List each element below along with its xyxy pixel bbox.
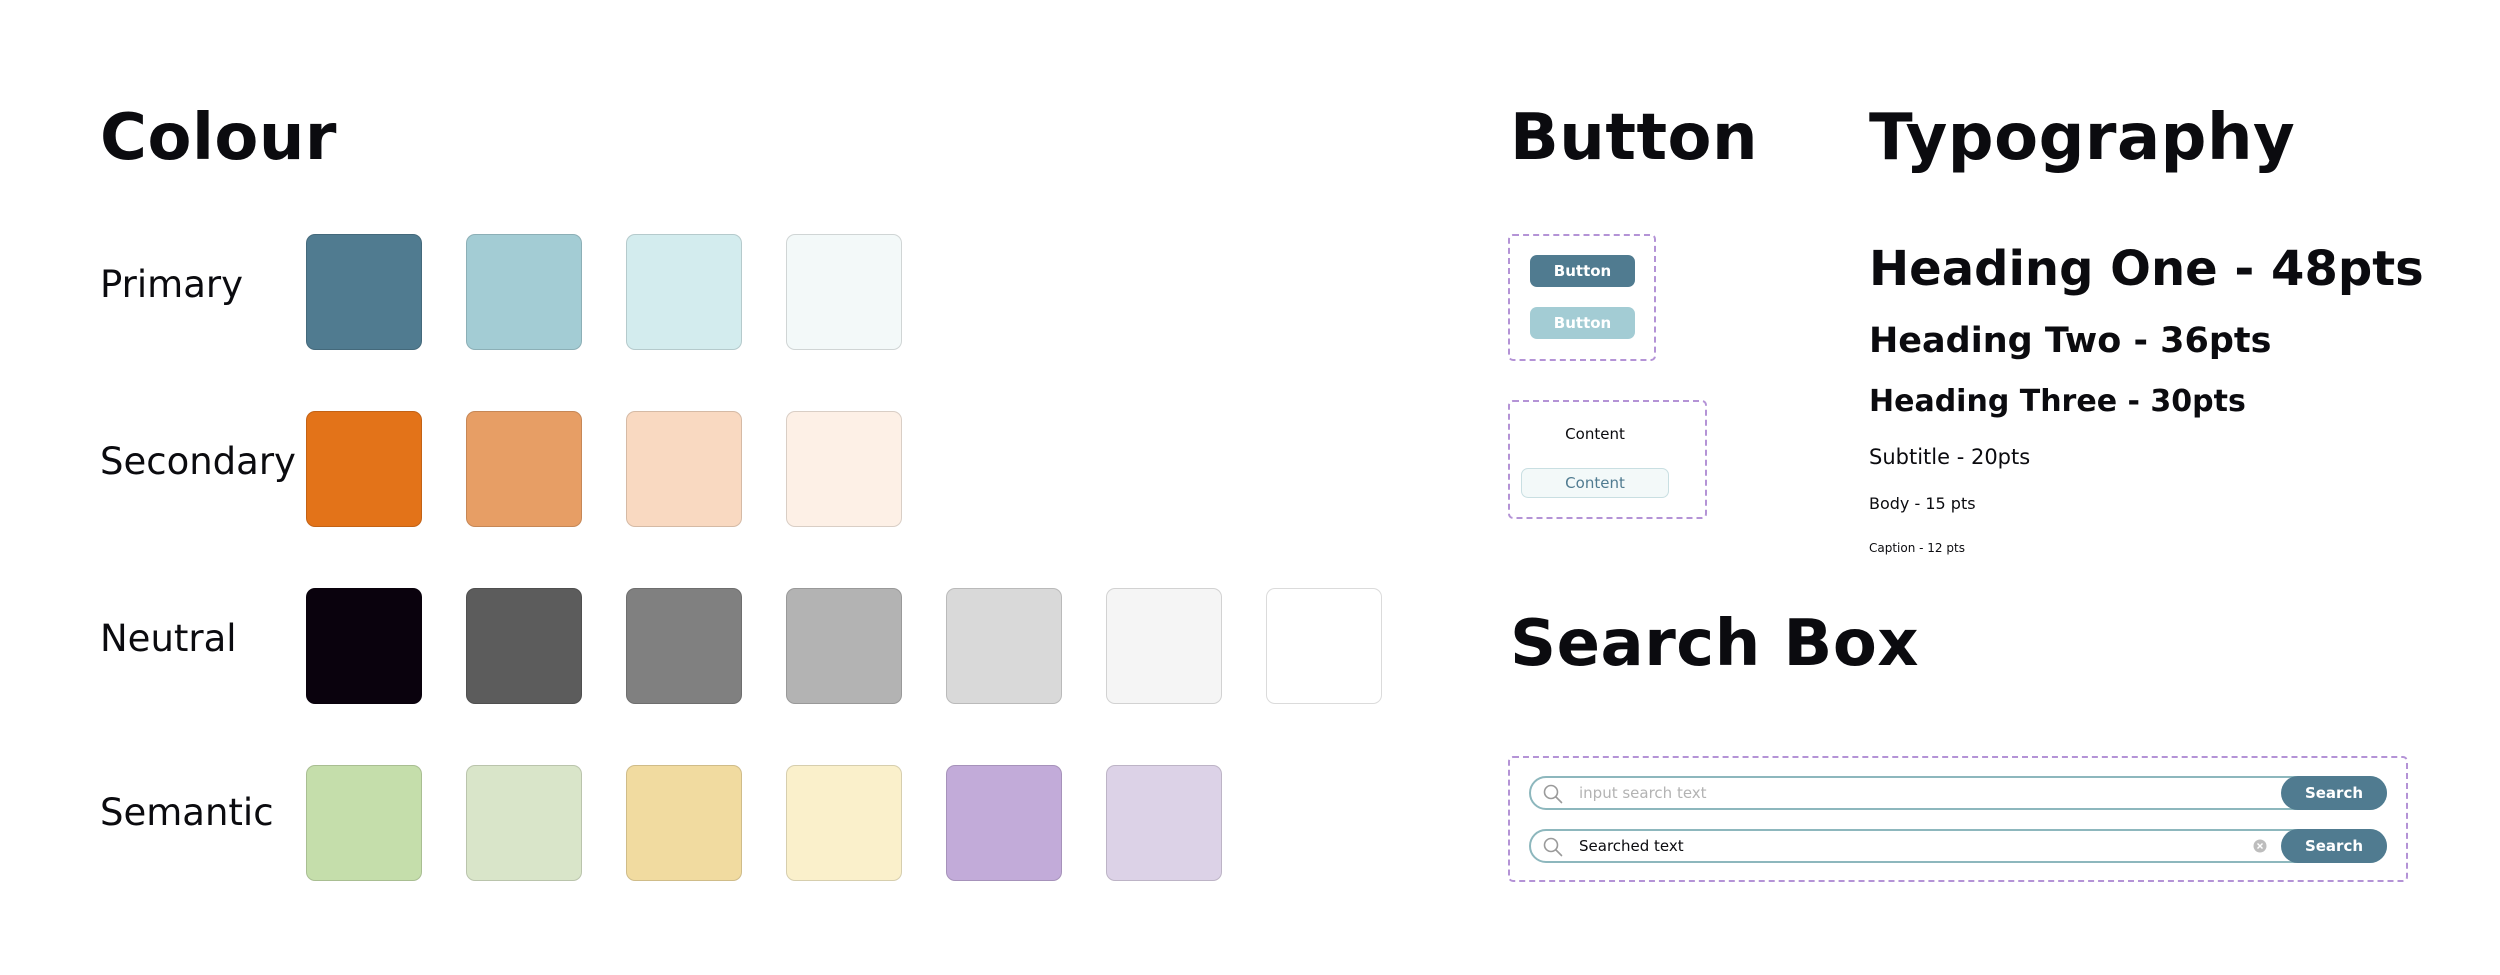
primary-swatch-2 xyxy=(466,234,582,350)
search-button[interactable]: Search xyxy=(2281,829,2387,863)
typography-heading-three: Heading Three - 30pts xyxy=(1869,384,2246,419)
search-icon xyxy=(1543,837,1563,857)
semantic-swatch-2 xyxy=(466,765,582,881)
content-variants-frame xyxy=(1508,400,1707,519)
semantic-row-label: Semantic xyxy=(100,791,274,834)
search-input-empty[interactable]: input search text xyxy=(1579,784,1707,802)
search-box-heading: Search Box xyxy=(1510,607,1920,681)
content-item-selected[interactable]: Content xyxy=(1521,468,1669,498)
typography-heading-two: Heading Two - 36pts xyxy=(1869,321,2272,361)
semantic-swatch-3 xyxy=(626,765,742,881)
search-variants-frame xyxy=(1508,756,2408,882)
primary-swatch-3 xyxy=(626,234,742,350)
neutral-row-label: Neutral xyxy=(100,617,237,660)
clear-icon[interactable] xyxy=(2253,839,2267,853)
neutral-swatch-2 xyxy=(466,588,582,704)
typography-heading-one: Heading One - 48pts xyxy=(1869,241,2424,297)
semantic-swatch-4 xyxy=(786,765,902,881)
neutral-swatch-5 xyxy=(946,588,1062,704)
neutral-swatch-6 xyxy=(1106,588,1222,704)
search-button[interactable]: Search xyxy=(2281,776,2387,810)
secondary-row-label: Secondary xyxy=(100,440,296,483)
colour-heading: Colour xyxy=(100,101,337,175)
typography-subtitle: Subtitle - 20pts xyxy=(1869,445,2031,469)
typography-caption: Caption - 12 pts xyxy=(1869,541,1965,555)
search-bar-filled: Searched text Search xyxy=(1529,829,2387,863)
neutral-swatch-7 xyxy=(1266,588,1382,704)
semantic-swatch-1 xyxy=(306,765,422,881)
neutral-swatch-1 xyxy=(306,588,422,704)
secondary-swatch-3 xyxy=(626,411,742,527)
neutral-swatch-3 xyxy=(626,588,742,704)
button-variants-frame xyxy=(1508,234,1656,361)
button-heading: Button xyxy=(1510,101,1759,175)
secondary-swatch-1 xyxy=(306,411,422,527)
secondary-swatch-2 xyxy=(466,411,582,527)
primary-swatch-4 xyxy=(786,234,902,350)
typography-heading: Typography xyxy=(1869,101,2296,175)
neutral-swatch-4 xyxy=(786,588,902,704)
semantic-swatch-5 xyxy=(946,765,1062,881)
search-bar-empty: input search text Search xyxy=(1529,776,2387,810)
primary-swatch-1 xyxy=(306,234,422,350)
search-input-filled[interactable]: Searched text xyxy=(1579,837,1684,855)
content-item-default[interactable]: Content xyxy=(1565,425,1625,443)
secondary-button[interactable]: Button xyxy=(1530,307,1635,339)
semantic-swatch-6 xyxy=(1106,765,1222,881)
secondary-swatch-4 xyxy=(786,411,902,527)
primary-row-label: Primary xyxy=(100,263,243,306)
primary-button[interactable]: Button xyxy=(1530,255,1635,287)
typography-body: Body - 15 pts xyxy=(1869,494,1976,513)
search-icon xyxy=(1543,784,1563,804)
